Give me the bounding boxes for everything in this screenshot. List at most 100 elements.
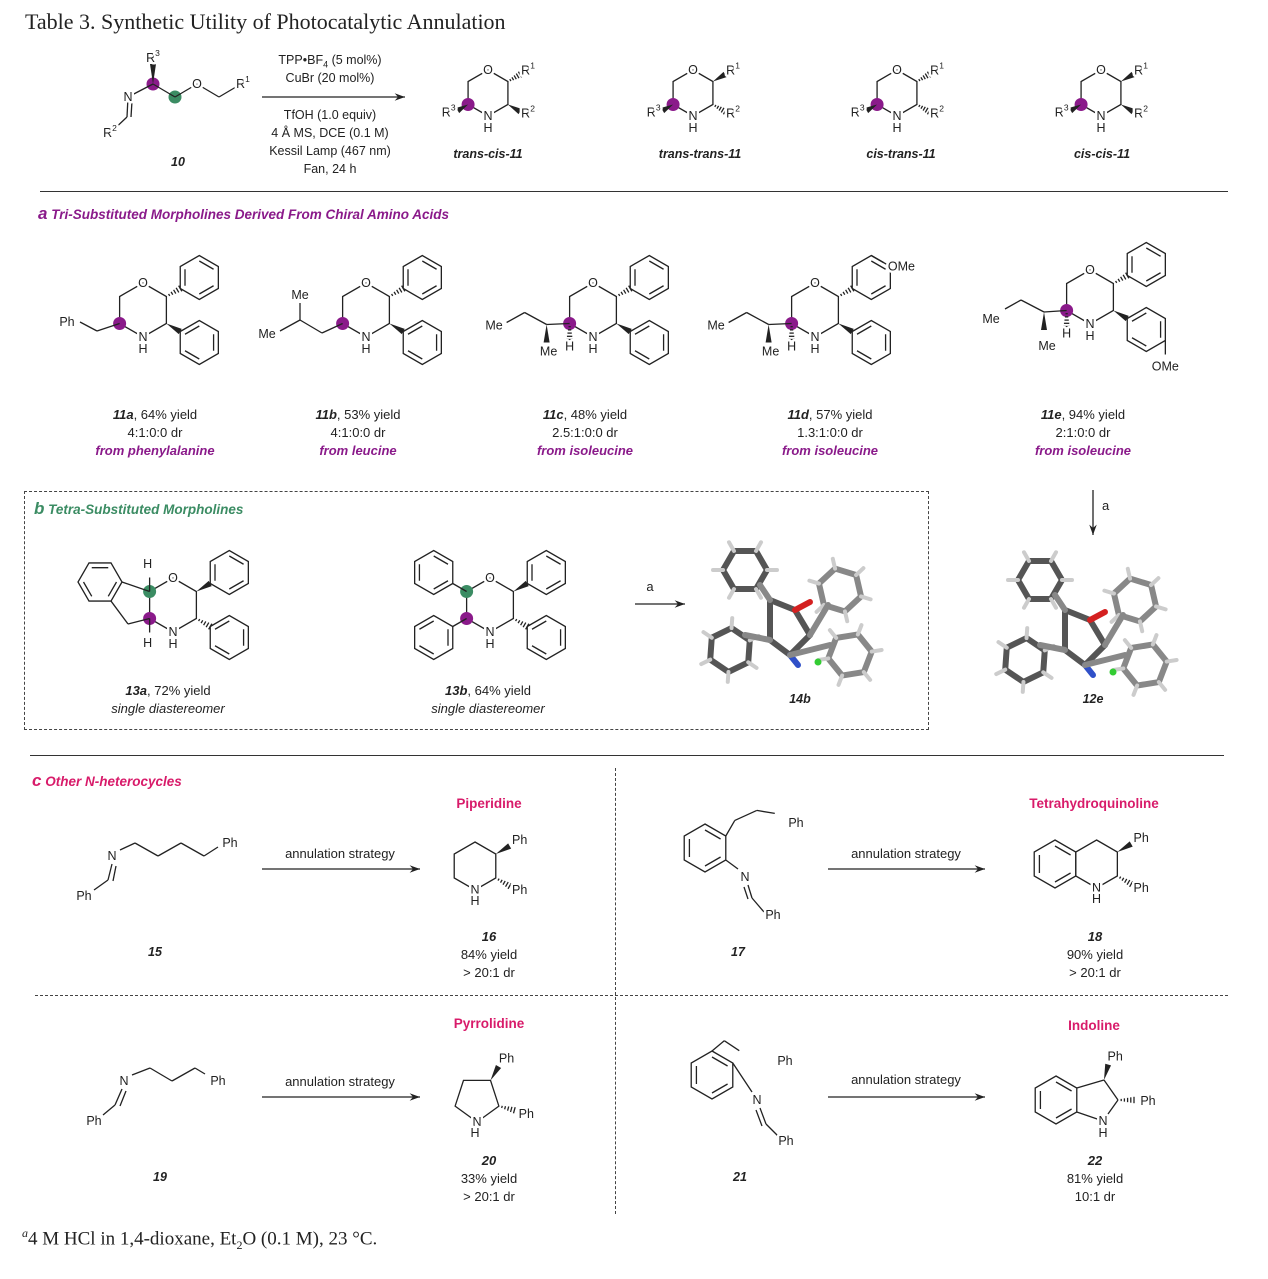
morpholine-ring bbox=[341, 282, 391, 338]
bond bbox=[517, 619, 521, 624]
crystal-hydrogen bbox=[1022, 597, 1031, 610]
bond bbox=[648, 260, 664, 270]
quadrant-divider bbox=[35, 995, 1228, 996]
bond bbox=[743, 886, 749, 900]
atom-label: Ph bbox=[1134, 831, 1149, 845]
atom-label: R1 bbox=[236, 74, 250, 91]
compound-id: 11d bbox=[787, 407, 809, 422]
atom-symbol: R bbox=[236, 77, 245, 91]
bond bbox=[502, 880, 506, 885]
atom-label: N bbox=[470, 883, 479, 897]
crystal-hydrogen bbox=[1020, 679, 1026, 694]
atom-symbol: R bbox=[146, 51, 155, 65]
bond bbox=[870, 285, 886, 295]
crystal-hydrogen bbox=[754, 540, 763, 553]
bond bbox=[648, 285, 664, 295]
atom-label: N bbox=[688, 109, 697, 123]
bond bbox=[127, 617, 150, 625]
section-letter: c bbox=[32, 771, 42, 790]
compound-id: 18 bbox=[1087, 929, 1103, 944]
morpholine-ring bbox=[876, 69, 918, 117]
atom-superscript: 3 bbox=[1064, 103, 1069, 113]
bond bbox=[757, 582, 773, 603]
crystal-bond bbox=[767, 597, 798, 613]
atom-label: H bbox=[810, 342, 819, 356]
atom-label: H bbox=[483, 121, 492, 135]
bond bbox=[205, 622, 210, 628]
bond bbox=[546, 322, 570, 326]
bond bbox=[787, 642, 833, 658]
bond bbox=[421, 260, 437, 270]
bond bbox=[157, 842, 182, 857]
bond bbox=[1076, 1079, 1105, 1089]
crystal-hydrogen bbox=[1041, 670, 1054, 680]
benzene-ring bbox=[209, 614, 249, 661]
bond bbox=[506, 311, 525, 324]
bond bbox=[513, 75, 517, 80]
atom-label: Ph bbox=[76, 889, 91, 903]
crystal-hydrogen bbox=[827, 628, 839, 640]
atom-label: O bbox=[361, 276, 371, 290]
wedge-bond bbox=[1117, 841, 1133, 852]
dr: > 20:1 dr bbox=[1069, 965, 1121, 980]
benzene-ring bbox=[526, 614, 566, 661]
crystal-hydrogen bbox=[855, 623, 864, 637]
bond bbox=[618, 293, 621, 297]
quadrant-divider bbox=[615, 768, 616, 1214]
bond bbox=[1124, 878, 1128, 883]
atom-symbol: R bbox=[647, 106, 656, 120]
atom-symbol: R bbox=[1134, 64, 1143, 78]
reactant-label: 17 bbox=[731, 945, 745, 959]
bond bbox=[1052, 592, 1068, 613]
atom-symbol: N bbox=[123, 90, 132, 104]
bond bbox=[184, 325, 200, 335]
bond bbox=[856, 325, 872, 335]
source: from phenylalanine bbox=[95, 443, 215, 458]
bond bbox=[452, 582, 467, 593]
atom-symbol: Ph bbox=[519, 1107, 534, 1121]
dr: 2.5:1:0:0 dr bbox=[552, 425, 618, 440]
atom-label: N bbox=[1098, 1114, 1107, 1128]
atom-symbol: N bbox=[470, 883, 479, 897]
dr: 4:1:0:0 dr bbox=[127, 425, 183, 440]
atom-label: Ph bbox=[59, 315, 74, 329]
arrow-head bbox=[974, 1093, 985, 1101]
crystal-hydrogen bbox=[729, 616, 735, 631]
bond bbox=[407, 350, 423, 360]
atom-symbol: N bbox=[485, 625, 494, 639]
arrow-head bbox=[674, 600, 685, 608]
yield: , 94% yield bbox=[1061, 407, 1126, 422]
arrow-label: annulation strategy bbox=[285, 1074, 395, 1089]
atom-symbol: O bbox=[361, 276, 371, 290]
section-letter: b bbox=[34, 499, 45, 518]
benzene-ring bbox=[1034, 1075, 1078, 1125]
compound-id: 11e bbox=[1040, 407, 1062, 422]
atom-label: H bbox=[588, 342, 597, 356]
atom-label: R3 bbox=[1055, 103, 1069, 120]
bond bbox=[107, 581, 118, 597]
atom-superscript: 2 bbox=[530, 104, 535, 114]
class-heading: Pyrrolidine bbox=[453, 1016, 525, 1031]
condition-lamp: Kessil Lamp (467 nm) bbox=[269, 144, 391, 158]
atom-symbol: R bbox=[851, 106, 860, 120]
bond bbox=[759, 1107, 767, 1125]
note: single diastereomer bbox=[111, 701, 225, 716]
bond bbox=[746, 311, 769, 326]
bond bbox=[1055, 1081, 1072, 1092]
product-label: trans-trans-11 bbox=[658, 147, 742, 161]
crystal-hydrogen bbox=[727, 587, 736, 600]
crystal-hydrogen bbox=[1154, 604, 1168, 612]
crystal-hydrogen bbox=[727, 540, 736, 553]
compound-id: 22 bbox=[1087, 1153, 1103, 1168]
morpholine-ring bbox=[568, 282, 618, 338]
bond bbox=[704, 856, 721, 867]
bond bbox=[1055, 1108, 1072, 1119]
wedge-bond bbox=[712, 71, 727, 82]
bond bbox=[1082, 652, 1128, 668]
bond bbox=[742, 632, 773, 643]
atom-symbol: H bbox=[138, 342, 147, 356]
atom-label: O bbox=[1085, 263, 1095, 277]
bond bbox=[504, 881, 509, 888]
